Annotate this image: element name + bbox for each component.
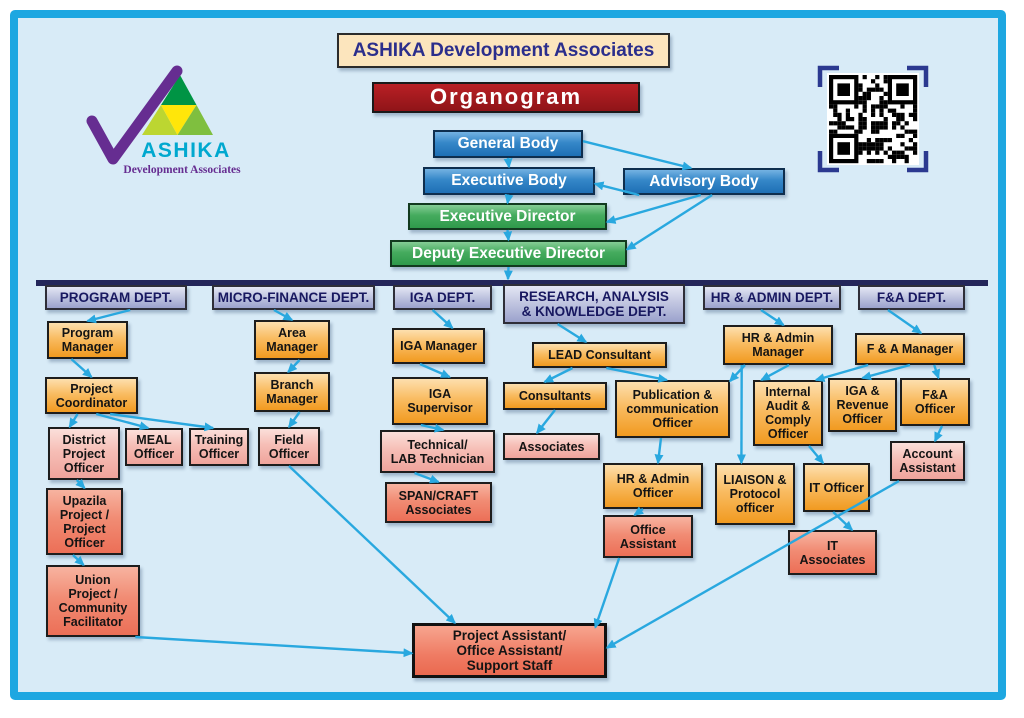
- dept-micro-finance: MICRO-FINANCE DEPT.: [212, 285, 375, 310]
- title-banner: ASHIKA Development Associates: [337, 33, 670, 68]
- dept-hr-admin: HR & ADMIN DEPT.: [703, 285, 841, 310]
- associates: Associates: [503, 433, 600, 460]
- logo-tagline-text: Development Associates: [123, 164, 241, 176]
- general-body: General Body: [433, 130, 583, 158]
- executive-body: Executive Body: [423, 167, 595, 195]
- executive-director: Executive Director: [408, 203, 607, 230]
- ashika-logo: ASHIKA Development Associates: [85, 60, 253, 188]
- advisory-body: Advisory Body: [623, 168, 785, 195]
- it-officer: IT Officer: [803, 463, 870, 512]
- department-bar: [36, 280, 988, 286]
- qr-code: [816, 64, 930, 174]
- iga-manager: IGA Manager: [392, 328, 485, 364]
- technical-lab-technician: Technical/LAB Technician: [380, 430, 495, 473]
- dept-fa: F&A DEPT.: [858, 285, 965, 310]
- deputy-executive-director: Deputy Executive Director: [390, 240, 627, 267]
- dept-program: PROGRAM DEPT.: [45, 285, 187, 310]
- ashika-logo-graphic: ASHIKA Development Associates: [86, 65, 241, 176]
- consultants: Consultants: [503, 382, 607, 410]
- fa-manager: F & A Manager: [855, 333, 965, 365]
- logo-brand-text: ASHIKA: [141, 139, 231, 162]
- lead-consultant: LEAD Consultant: [532, 342, 667, 368]
- check-icon: [86, 65, 183, 165]
- organogram-banner: Organogram: [372, 82, 640, 113]
- support-staff: Project Assistant/Office Assistant/Suppo…: [412, 623, 607, 678]
- dept-research: RESEARCH, ANALYSIS& KNOWLEDGE DEPT.: [503, 284, 685, 324]
- qr-code-graphic: [817, 65, 929, 173]
- dept-iga: IGA DEPT.: [393, 285, 492, 310]
